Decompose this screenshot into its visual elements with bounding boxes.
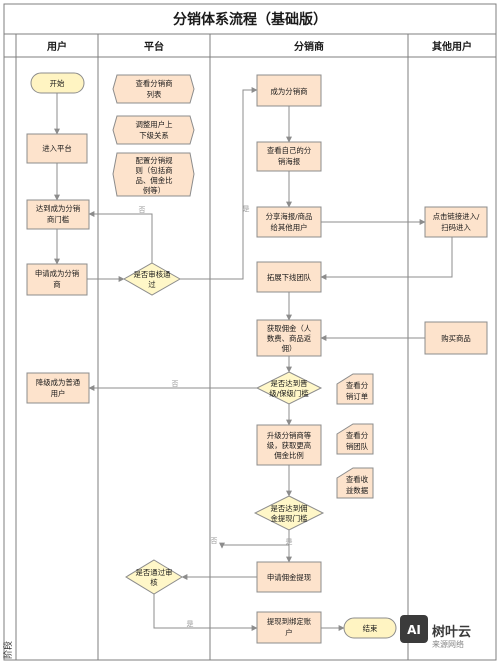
node-end: 结束	[343, 617, 397, 639]
node-buy: 购买商品	[424, 321, 488, 355]
node-expand-team: 拓展下线团队	[256, 261, 322, 293]
svg-text:销团队: 销团队	[346, 442, 369, 451]
svg-text:过: 过	[148, 280, 156, 289]
svg-text:进入平台: 进入平台	[42, 144, 72, 153]
node-view-list: 查看分销商 列表	[112, 74, 195, 104]
edge-approve-yes	[180, 87, 258, 280]
decision-approve: 是否审核通 过	[122, 262, 182, 296]
node-reach-threshold: 达到成为分销 商门槛	[26, 199, 90, 230]
node-start: 开始	[30, 72, 85, 94]
watermark-logo: AI	[407, 623, 421, 637]
svg-text:申请成为分销: 申请成为分销	[35, 269, 80, 278]
svg-text:佣金比例: 佣金比例	[274, 451, 304, 460]
svg-text:是否审核通: 是否审核通	[134, 270, 172, 279]
watermark-name: 树叶云	[432, 624, 471, 640]
node-apply-withdraw: 申请佣金提现	[256, 561, 322, 593]
node-become-distributor: 成为分销商	[256, 74, 322, 107]
svg-text:配置分销规: 配置分销规	[136, 156, 174, 165]
svg-text:销订单: 销订单	[346, 392, 368, 401]
svg-text:查看分: 查看分	[346, 431, 369, 440]
svg-text:是否达到晋: 是否达到晋	[271, 379, 308, 388]
svg-text:调整用户上: 调整用户上	[136, 120, 174, 129]
lane-header-distributor: 分销商	[294, 40, 324, 53]
node-adjust-relations: 调整用户上 下级关系	[112, 115, 195, 145]
svg-text:给其他用户: 给其他用户	[271, 223, 308, 232]
edge-label-no-upgrade: 否	[172, 380, 179, 388]
node-apply-distributor: 申请成为分销 商	[26, 263, 88, 296]
svg-text:品、佣金比: 品、佣金比	[136, 176, 173, 185]
edge-label-no-withdraw: 否	[211, 537, 218, 545]
edge-label-yes-withdraw: 是	[286, 538, 293, 546]
edge-label-no-approve: 否	[139, 206, 146, 214]
connectors	[54, 87, 453, 631]
svg-text:开始: 开始	[50, 79, 65, 88]
node-share: 分享海报/商品 给其他用户	[256, 206, 322, 238]
watermark-sub: 来源网络	[432, 639, 464, 649]
svg-text:拓展下线团队: 拓展下线团队	[267, 273, 312, 282]
decision-reach-upgrade: 是否达到晋 级/保级门槛	[255, 371, 323, 405]
edge-click-expand	[320, 237, 453, 280]
svg-text:达到成为分销: 达到成为分销	[36, 204, 81, 213]
lane-header-platform: 平台	[144, 40, 164, 53]
svg-text:销海报: 销海报	[278, 157, 301, 166]
svg-text:是否达到佣: 是否达到佣	[271, 504, 308, 513]
node-view-team: 查看分 销团队	[336, 423, 374, 455]
svg-text:查看收: 查看收	[346, 475, 369, 484]
svg-text:查看分: 查看分	[346, 381, 369, 390]
svg-text:提现到绑定账: 提现到绑定账	[267, 617, 312, 626]
svg-text:佣）: 佣）	[282, 344, 297, 353]
svg-text:下级关系: 下级关系	[139, 131, 169, 140]
node-earn-commission: 获取佣金（人 数费、商品返 佣）	[256, 319, 322, 357]
svg-text:升级分销商等: 升级分销商等	[267, 431, 312, 440]
node-enter-platform: 进入平台	[26, 133, 88, 164]
decision-review-withdraw: 是否通过审 核	[125, 559, 183, 595]
node-view-orders: 查看分 销订单	[336, 373, 374, 405]
svg-text:例等）: 例等）	[143, 186, 165, 195]
stage-label: 阶段	[2, 641, 14, 659]
svg-text:益数据: 益数据	[346, 486, 369, 495]
svg-text:是否通过审: 是否通过审	[136, 568, 173, 577]
edge-approve-no	[88, 211, 153, 263]
svg-text:扫码进入: 扫码进入	[441, 223, 471, 232]
svg-text:成为分销商: 成为分销商	[271, 87, 308, 96]
edge-review-yes	[153, 594, 258, 631]
svg-text:金提现门槛: 金提现门槛	[271, 514, 309, 523]
edge-label-yes-approve: 是	[243, 205, 250, 213]
node-view-poster: 查看自己的分 销海报	[256, 141, 322, 172]
lane-header-user: 用户	[46, 40, 67, 53]
node-downgrade: 降级成为普通 用户	[26, 372, 90, 404]
svg-text:则（包括商: 则（包括商	[136, 166, 173, 175]
diagram-title: 分销体系流程（基础版）	[173, 11, 327, 28]
svg-text:商: 商	[53, 280, 60, 289]
svg-text:列表: 列表	[147, 90, 162, 99]
node-withdraw-account: 提现到绑定账 户	[256, 611, 322, 644]
svg-text:数费、商品返: 数费、商品返	[267, 334, 312, 343]
node-config-rules: 配置分销规 则（包括商 品、佣金比 例等）	[112, 152, 195, 197]
node-click-link: 点击链接进入/ 扫码进入	[424, 206, 488, 238]
svg-text:商门槛: 商门槛	[47, 215, 70, 224]
svg-text:结束: 结束	[363, 624, 378, 633]
svg-text:获取佣金（人: 获取佣金（人	[267, 324, 312, 333]
watermark: AI 树叶云 来源网络	[400, 615, 471, 649]
svg-text:降级成为普通: 降级成为普通	[36, 378, 81, 387]
node-upgrade: 升级分销商等 级，获取更高 佣金比例	[256, 424, 322, 466]
svg-text:分享海报/商品: 分享海报/商品	[266, 212, 313, 221]
svg-text:查看分销商: 查看分销商	[136, 79, 173, 88]
svg-text:查看自己的分: 查看自己的分	[267, 146, 312, 155]
svg-text:点击链接进入/: 点击链接进入/	[433, 212, 480, 221]
decision-reach-withdraw: 是否达到佣 金提现门槛	[253, 495, 325, 531]
node-view-income: 查看收 益数据	[336, 467, 374, 499]
svg-text:级，获取更高: 级，获取更高	[267, 441, 311, 450]
edge-withdrawcheck-no	[219, 530, 290, 549]
lane-header-other-user: 其他用户	[432, 40, 472, 53]
svg-text:购买商品: 购买商品	[441, 334, 471, 343]
svg-text:申请佣金提现: 申请佣金提现	[267, 573, 312, 582]
edge-label-yes-review: 是	[187, 620, 194, 628]
svg-text:用户: 用户	[51, 389, 66, 398]
svg-text:核: 核	[150, 578, 158, 587]
svg-text:户: 户	[285, 628, 292, 637]
diagram-frame	[3, 3, 497, 661]
svg-text:级/保级门槛: 级/保级门槛	[269, 389, 309, 398]
